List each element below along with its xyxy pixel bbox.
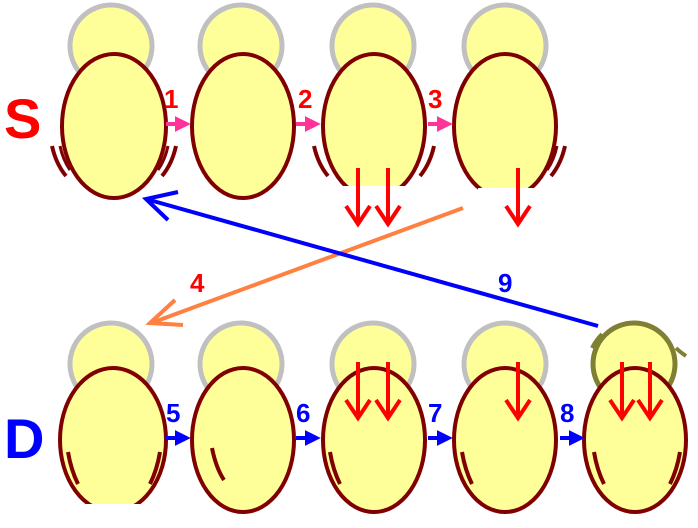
row-label-d: D [4,407,44,470]
d-cell-1 [58,320,168,520]
force-arrow-7 [504,362,532,422]
transition-arrow-4 [145,206,464,327]
s-cell-1-left-bracket-2 [58,145,72,171]
d-cell-5 [582,320,688,514]
force-arrow-3b [374,168,402,228]
step-label-5: 5 [166,398,180,428]
row-label-s: S [4,87,41,150]
d-cell-5-bud-right-bracket [674,346,688,358]
transition-arrow-4-shaft [153,206,464,324]
d-cell-5-left-bracket [592,451,606,485]
s-cell-1-left-bracket [50,145,68,178]
d-cell-2-body [190,366,296,514]
transition-arrow-4-head [145,298,184,327]
d-cell-4-left-bracket [460,451,474,485]
d-cell-5-bud-left-bracket [590,332,604,349]
step-label-1: 1 [164,84,178,114]
force-arrows-bottom [344,362,664,422]
s-cell-2 [190,2,296,200]
s-cell-4 [452,2,567,202]
force-arrow-6b [374,362,402,422]
force-arrow-8a [608,362,636,422]
force-arrow-3a [344,168,372,228]
step-label-3: 3 [428,84,442,114]
d-cell-5-body [582,366,688,514]
s-cell-3-body [321,52,427,200]
d-cell-2-right-bracket [210,447,226,482]
d-cell-4 [452,320,558,514]
step-label-8: 8 [560,398,574,428]
s-cell-4-body [452,52,558,200]
d-cell-1-left-bracket [66,451,80,485]
s-cell-4-right-bracket-2 [545,145,559,171]
force-arrow-8b [636,362,664,422]
d-cell-5-right-bracket [668,451,682,485]
s-cell-4-right-bracket [549,145,567,178]
step-label-7: 7 [428,398,442,428]
s-cell-3-right-bracket [418,145,436,178]
s-cell-3-open-bottom [340,186,408,202]
step-label-9: 9 [498,268,512,298]
s-cell-3-left-bracket [312,145,330,178]
step-label-4: 4 [190,268,205,298]
s-cell-1-right-bracket-2 [156,145,170,171]
force-arrows-top [344,168,532,228]
d-cell-3-body [321,366,427,514]
force-arrow-6a [344,362,372,422]
d-cell-1-open-bottom [82,504,140,520]
s-cell-1-right-bracket [160,145,178,178]
s-cell-3 [312,2,436,202]
d-cell-3 [321,320,427,514]
d-cell-1-right-bracket [148,451,162,485]
d-cell-1-body [58,366,168,514]
transition-arrow-9-head [141,190,179,222]
d-cell-2 [190,320,296,514]
d-cell-4-body [452,366,558,514]
force-arrow-4 [504,168,532,228]
step-label-6: 6 [296,398,310,428]
transition-arrow-9 [141,190,599,328]
s-cell-1-body [60,52,168,200]
step-label-2: 2 [298,84,312,114]
transition-arrow-9-shaft [145,197,599,328]
s-cell-2-body [190,52,296,200]
d-cell-3-left-bracket [328,451,342,485]
s-cell-1 [50,2,178,200]
s-cell-4-open-bottom [478,188,534,202]
